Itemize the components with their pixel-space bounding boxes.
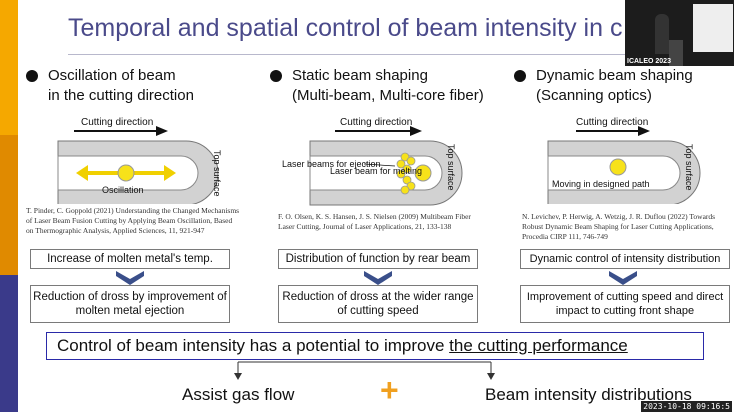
- presentation-slide: Temporal and spatial control of beam int…: [18, 0, 734, 412]
- cutting-direction-label: Cutting direction: [340, 117, 412, 128]
- static-shaping-diagram: Cutting direction Top surface Laser beam…: [282, 117, 463, 206]
- down-arrow-icon: [116, 271, 144, 285]
- video-timestamp: 2023-10-18 09:16:5: [641, 401, 732, 412]
- conclusion-emphasis: the cutting performance: [449, 336, 628, 355]
- effect-box: Distribution of function by rear beam: [278, 249, 478, 269]
- assist-gas-label: Assist gas flow: [182, 385, 295, 404]
- conclusion-text: Control of beam intensity has a potentia…: [57, 336, 450, 355]
- oscillation-label: Oscillation: [102, 185, 144, 195]
- podium: [669, 40, 683, 66]
- down-arrow-icon: [609, 271, 637, 285]
- oscillation-diagram: Cutting direction Top surface Oscillatio…: [57, 117, 222, 204]
- bullet-icon: [270, 70, 282, 82]
- column-title-line1: Oscillation of beam: [48, 67, 176, 84]
- projection-screen: [693, 4, 733, 52]
- column-title-line1: Static beam shaping: [292, 67, 428, 84]
- column-title: Dynamic beam shaping (Scanning optics): [536, 66, 693, 106]
- column-title: Static beam shaping (Multi-beam, Multi-c…: [292, 66, 484, 106]
- column-title-line2: in the cutting direction: [48, 87, 194, 104]
- title-divider: [68, 54, 628, 55]
- down-arrow-icon: [364, 271, 392, 285]
- column-oscillation: Oscillation of beam in the cutting direc…: [26, 66, 256, 326]
- beam-intensity-label: Beam intensity distributions: [485, 385, 692, 404]
- conference-label: ICALEO 2023: [627, 58, 671, 65]
- column-title-line2: (Scanning optics): [536, 87, 652, 104]
- citation: N. Levichev, P. Herwig, A. Wetzig, J. R.…: [522, 212, 716, 241]
- slide-title: Temporal and spatial control of beam int…: [68, 14, 623, 42]
- accent-stripe-blue: [0, 275, 18, 412]
- effect-box: Increase of molten metal's temp.: [30, 249, 230, 269]
- top-surface-label: Top surface: [212, 150, 222, 197]
- bullet-icon: [514, 70, 526, 82]
- column-dynamic-shaping: Dynamic beam shaping (Scanning optics) C…: [514, 66, 734, 326]
- result-box: Improvement of cutting speed and direct …: [520, 285, 730, 323]
- bullet-icon: [26, 70, 38, 82]
- result-box: Reduction of dross by improvement of mol…: [30, 285, 230, 323]
- presenter-webcam: ICALEO 2023: [625, 0, 734, 66]
- accent-stripe-orange: [0, 0, 18, 135]
- effect-box: Dynamic control of intensity distributio…: [520, 249, 730, 269]
- moving-path-label: Moving in designed path: [552, 179, 650, 189]
- result-box: Reduction of dross at the wider range of…: [278, 285, 478, 323]
- cutting-direction-label: Cutting direction: [81, 117, 153, 128]
- melting-beam-label: Laser beam for melting: [330, 166, 423, 176]
- column-static-shaping: Static beam shaping (Multi-beam, Multi-c…: [270, 66, 500, 326]
- column-title: Oscillation of beam in the cutting direc…: [48, 66, 194, 106]
- melting-beam-spot: [414, 164, 432, 182]
- ejection-beams-label: Laser beams for ejection: [282, 159, 381, 169]
- column-title-line1: Dynamic beam shaping: [536, 67, 693, 84]
- top-surface-label: Top surface: [446, 144, 456, 191]
- top-surface-label: Top surface: [684, 144, 694, 191]
- beam-spot: [117, 164, 135, 182]
- dynamic-shaping-diagram: Cutting direction Top surface Moving in …: [547, 117, 701, 204]
- conclusion-box: Control of beam intensity has a potentia…: [46, 332, 704, 360]
- branch-arrows: [234, 361, 495, 380]
- beam-spot: [609, 158, 627, 176]
- plus-icon: +: [380, 372, 399, 408]
- presenter-figure: [655, 14, 669, 54]
- column-title-line2: (Multi-beam, Multi-core fiber): [292, 87, 484, 104]
- citation: T. Pinder, C. Goppold (2021) Understandi…: [26, 206, 240, 235]
- citation: F. O. Olsen, K. S. Hansen, J. S. Nielsen…: [278, 212, 471, 231]
- cutting-direction-label: Cutting direction: [576, 117, 648, 128]
- accent-stripe-dark-orange: [0, 135, 18, 275]
